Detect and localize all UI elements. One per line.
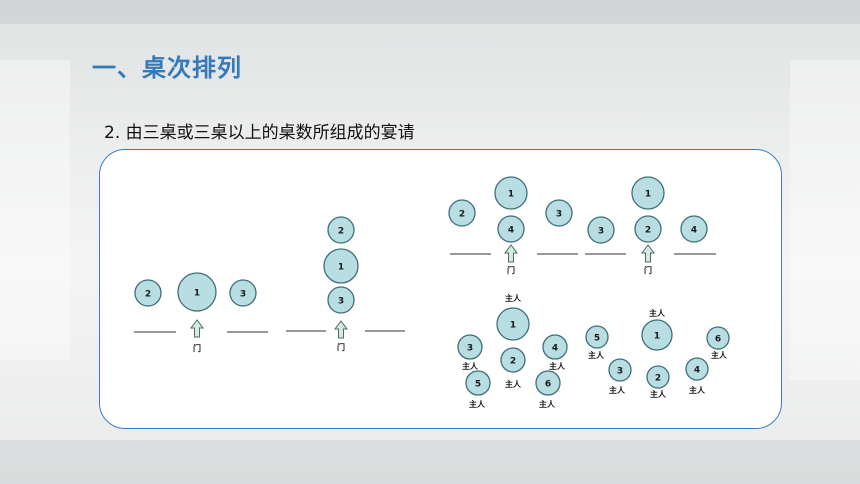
table-number: 1: [338, 263, 344, 273]
table-circle: [585, 325, 609, 349]
table-circle: [545, 199, 573, 227]
table-circle: [646, 365, 670, 389]
table-circle: [494, 176, 528, 210]
table-number: 3: [240, 290, 246, 300]
door-label: 门: [644, 265, 652, 275]
diagram-three-vertical: 2 1 3 门: [286, 216, 405, 352]
table-number: 5: [475, 380, 481, 390]
door-arrow-icon: [504, 244, 518, 263]
table-number: 4: [694, 366, 700, 376]
table-number: 1: [510, 321, 516, 331]
table-circle: [327, 216, 355, 244]
host-label: 主人: [505, 379, 522, 389]
table-circle: [134, 279, 162, 307]
table-number: 1: [654, 332, 660, 342]
table-circle: [327, 286, 355, 314]
table-circle: [323, 248, 359, 284]
table-number: 1: [645, 190, 651, 200]
host-label: 主人: [462, 361, 479, 371]
table-circle: [542, 334, 568, 360]
door-arrow-icon: [641, 244, 655, 263]
host-label: 主人: [588, 350, 605, 360]
table-number: 2: [655, 374, 661, 384]
table-number: 2: [145, 290, 151, 300]
table-number: 4: [508, 226, 514, 236]
table-circle: [448, 199, 476, 227]
diagram-five-tables: 1 3 2 4 门: [585, 176, 716, 275]
table-number: 2: [338, 227, 344, 237]
host-label: 主人: [689, 385, 706, 395]
door-label: 门: [193, 343, 201, 353]
table-circle: [457, 334, 483, 360]
table-circle: [177, 272, 217, 312]
diagram-six-tables-a: 主人 1 3 主人 2 主人 4 主人 5 主人 6 主人: [457, 293, 568, 409]
table-circle: [680, 215, 708, 243]
host-label: 主人: [650, 389, 667, 399]
table-circle: [685, 357, 709, 381]
host-label: 主人: [549, 361, 566, 371]
table-circle: [496, 307, 530, 341]
host-label: 主人: [469, 399, 486, 409]
host-label: 主人: [649, 308, 666, 318]
table-number: 6: [545, 380, 551, 390]
door-label: 门: [337, 342, 345, 352]
table-number: 3: [598, 227, 604, 237]
table-number: 1: [508, 190, 514, 200]
background-floor: [0, 440, 860, 484]
table-number: 5: [594, 334, 600, 344]
table-circle: [706, 326, 730, 350]
table-number: 1: [194, 289, 200, 299]
host-label: 主人: [505, 293, 522, 303]
table-number: 2: [645, 226, 651, 236]
table-number: 4: [552, 344, 558, 354]
table-circle: [535, 370, 561, 396]
table-number: 2: [510, 357, 516, 367]
door-arrow-icon: [334, 320, 348, 339]
slide-title: 一、桌次排列: [92, 54, 242, 82]
table-circle: [587, 216, 615, 244]
table-number: 2: [459, 210, 465, 220]
background-ceiling-beam: [0, 0, 860, 24]
diagram-six-tables-b: 主人 1 5 主人 3 主人 2 主人 4 主人 6 主人: [585, 308, 730, 399]
diagram-four-tables: 1 2 4 3 门: [448, 176, 578, 275]
host-label: 主人: [609, 385, 626, 395]
table-circle: [631, 176, 665, 210]
table-number: 3: [617, 367, 623, 377]
table-number: 6: [715, 335, 721, 345]
table-number: 3: [467, 344, 473, 354]
table-circle: [608, 358, 632, 382]
table-number: 4: [691, 226, 697, 236]
table-circle: [500, 347, 526, 373]
table-circle: [641, 319, 673, 351]
slide-subtitle: 2. 由三桌或三桌以上的桌数所组成的宴请: [104, 123, 415, 143]
background-window-right: [790, 60, 860, 380]
table-circle: [497, 215, 525, 243]
table-circle: [229, 279, 257, 307]
background-window-left: [0, 60, 70, 360]
host-label: 主人: [711, 350, 728, 360]
host-label: 主人: [539, 399, 556, 409]
table-circle: [634, 215, 662, 243]
table-number: 3: [556, 210, 562, 220]
door-label: 门: [507, 265, 515, 275]
diagram-three-horizontal: 2 1 3 门: [134, 272, 268, 353]
table-number: 3: [338, 297, 344, 307]
table-circle: [465, 370, 491, 396]
door-arrow-icon: [190, 319, 204, 338]
